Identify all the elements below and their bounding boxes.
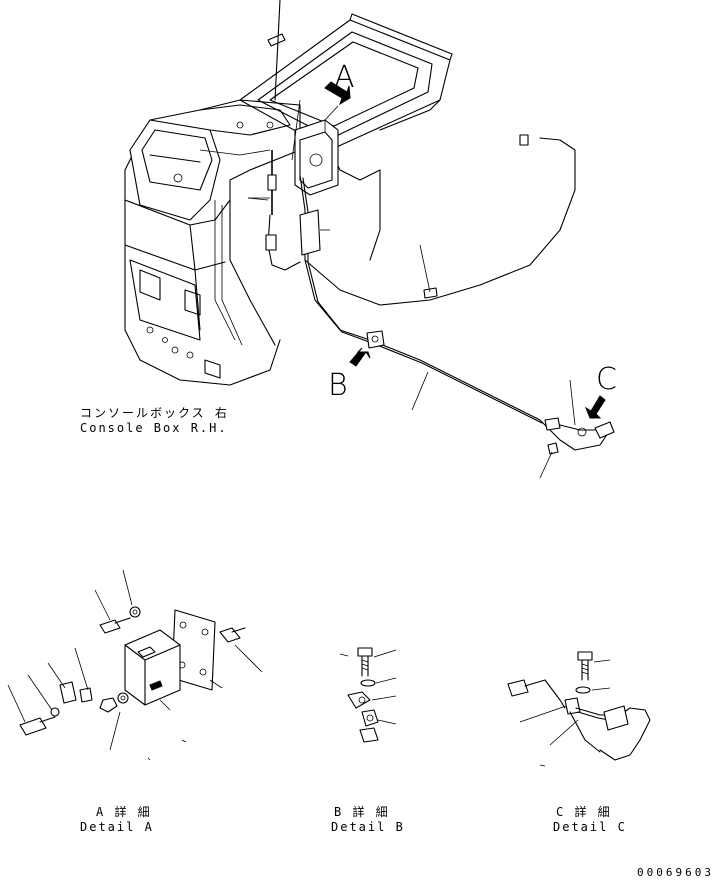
console-box-label-en: Console Box R.H. [80,421,228,435]
detail-c-drawing [507,651,651,767]
detail-b-label-en: Detail B [331,820,405,834]
callout-c-label: C [596,362,617,397]
wire-harness [248,99,615,479]
callout-arrow-a [324,81,351,121]
detail-b-drawing [339,647,397,743]
detail-a-drawing [7,569,263,761]
callout-b-label: B [328,368,348,403]
callout-arrow-c [584,395,606,419]
detail-a-label-jp: A 詳 細 [96,805,152,819]
callout-a-label: A [334,60,355,95]
callout-arrow-b [349,347,371,367]
detail-c-label-jp: C 詳 細 [556,805,612,819]
detail-a-label-en: Detail A [80,820,154,834]
detail-b-label-jp: B 詳 細 [334,805,390,819]
console-box-rh-drawing [124,13,453,386]
console-box-label-jp: コンソールボックス 右 [80,406,229,420]
detail-c-label-en: Detail C [553,820,627,834]
drawing-code: 00069603 [637,866,714,879]
connector-stalk [247,0,301,271]
